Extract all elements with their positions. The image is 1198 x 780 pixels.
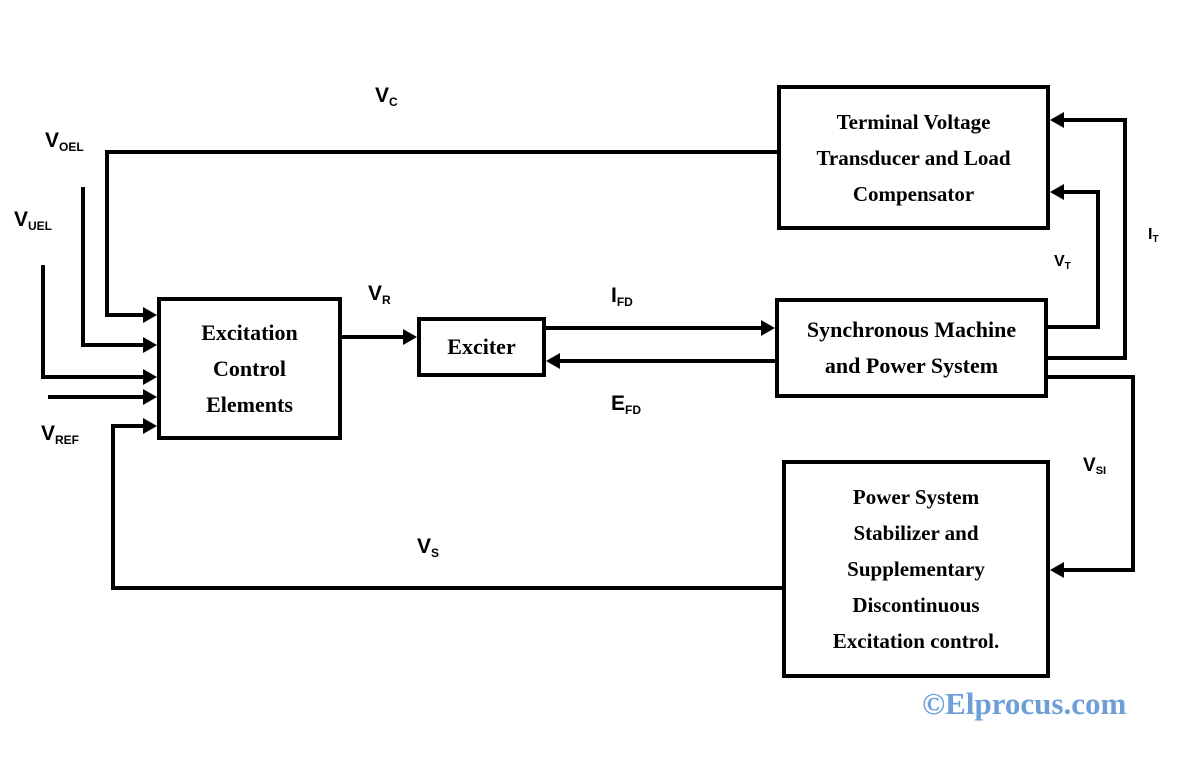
vref-line-into-ece <box>111 424 145 428</box>
it-arrowhead <box>1050 112 1064 128</box>
vuel-arrowhead <box>143 369 157 385</box>
voel-line-into-ece <box>81 343 145 347</box>
signal-label-voel: VOEL <box>45 129 84 154</box>
box-label-line: Stabilizer and <box>853 521 979 545</box>
unlabeled-input-line <box>48 395 145 399</box>
efd-arrowhead <box>546 353 560 369</box>
signal-label-vr: VR <box>368 282 391 307</box>
voel-arrowhead <box>143 337 157 353</box>
terminal-voltage-transducer-box: Terminal Voltage Transducer and Load Com… <box>777 85 1050 230</box>
box-label-line: Supplementary <box>847 557 985 581</box>
power-system-stabilizer-box: Power System Stabilizer and Supplementar… <box>782 460 1050 678</box>
vc-line-into-ece <box>105 313 145 317</box>
efd-line <box>559 359 775 363</box>
vsi-arrowhead <box>1050 562 1064 578</box>
vs-line-vertical <box>111 424 115 590</box>
signal-label-vc: VC <box>375 84 398 109</box>
vs-line-horizontal <box>111 586 782 590</box>
vt-line-into-transducer <box>1063 190 1096 194</box>
signal-label-vuel: VUEL <box>14 208 53 233</box>
box-label-line: Transducer and Load <box>816 145 1011 170</box>
signal-label-it: IT <box>1148 226 1159 245</box>
signal-label-vref: VREF <box>41 422 80 447</box>
vt-line-from-machine <box>1048 325 1100 329</box>
vc-line-horizontal-top <box>105 150 777 154</box>
vuel-line-vertical <box>41 265 45 379</box>
vr-line <box>342 335 404 339</box>
vsi-line-from-machine <box>1048 375 1135 379</box>
box-label-line: Power System <box>852 485 980 509</box>
voel-line-vertical <box>81 187 85 347</box>
box-label-line: Discontinuous <box>852 593 980 617</box>
vt-arrowhead <box>1050 184 1064 200</box>
vref-arrowhead <box>143 418 157 434</box>
ifd-line <box>546 326 762 330</box>
ifd-arrowhead <box>761 320 775 336</box>
box-label-line: and Power System <box>824 353 999 378</box>
box-label-line: Synchronous Machine <box>806 317 1017 342</box>
vuel-line-into-ece <box>41 375 145 379</box>
excitation-control-elements-box: Excitation Control Elements <box>157 297 342 440</box>
vt-line-vertical <box>1096 190 1100 329</box>
box-label-line: Control <box>213 355 286 381</box>
box-label-line: Exciter <box>447 334 516 359</box>
box-label-line: Excitation control. <box>832 629 1000 653</box>
box-label-line: Compensator <box>852 181 975 206</box>
elprocus-watermark: ©Elprocus.com <box>922 686 1127 721</box>
exciter-box: Exciter <box>417 317 546 377</box>
synchronous-machine-box: Synchronous Machine and Power System <box>775 298 1048 398</box>
vc-arrowhead <box>143 307 157 323</box>
vc-line-vertical <box>105 150 109 317</box>
vsi-line-into-pss <box>1063 568 1131 572</box>
vr-arrowhead <box>403 329 417 345</box>
signal-label-vsi: VSI <box>1083 455 1107 477</box>
it-line-into-transducer <box>1063 118 1123 122</box>
unlabeled-input-arrowhead <box>143 389 157 405</box>
signal-label-vt: VT <box>1054 253 1071 272</box>
signal-label-ifd: IFD <box>611 284 633 309</box>
it-line-vertical <box>1123 118 1127 360</box>
box-label-line: Terminal Voltage <box>836 109 991 134</box>
vsi-line-vertical <box>1131 375 1135 572</box>
signal-label-efd: EFD <box>611 392 642 417</box>
signal-label-vs: VS <box>417 535 440 560</box>
box-label-line: Excitation <box>201 319 298 345</box>
box-label-line: Elements <box>206 391 293 417</box>
it-line-from-machine <box>1048 356 1127 360</box>
